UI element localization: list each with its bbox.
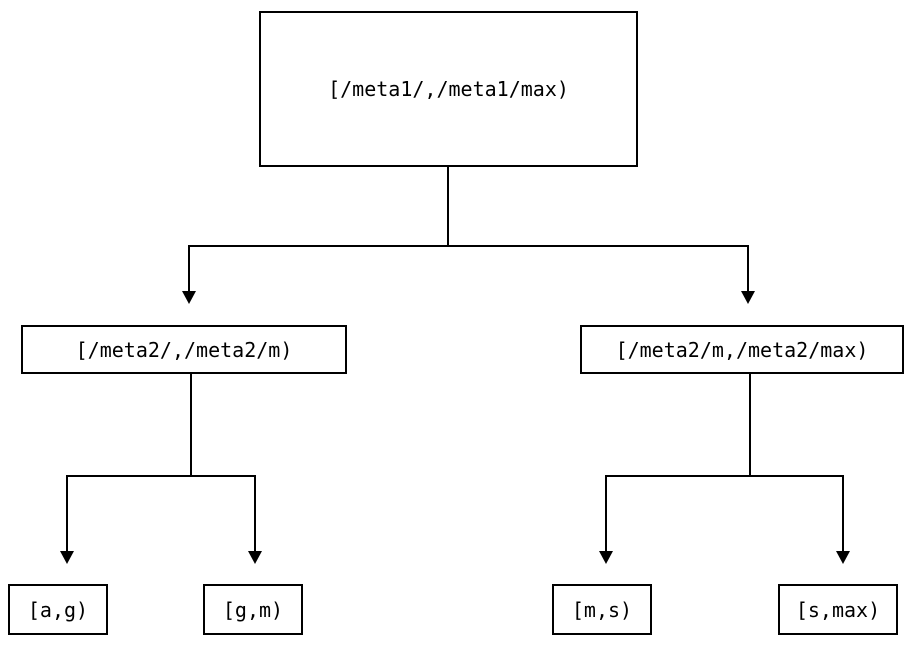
node-mid-right-label: [/meta2/m,/meta2/max) xyxy=(615,337,869,362)
node-leaf-1-label: [a,g) xyxy=(27,597,89,622)
arrowhead-root-to-mid-left xyxy=(182,291,196,304)
edge-mid-left-stem xyxy=(190,374,192,476)
node-root-label: [/meta1/,/meta1/max) xyxy=(328,77,569,101)
node-mid-right[interactable]: [/meta2/m,/meta2/max) xyxy=(580,325,904,374)
arrowhead-root-to-mid-right xyxy=(741,291,755,304)
arrowhead-mid-left-to-leaf1 xyxy=(60,551,74,564)
arrowhead-mid-right-to-leaf4 xyxy=(836,551,850,564)
edge-root-stem xyxy=(447,167,449,246)
node-mid-left[interactable]: [/meta2/,/meta2/m) xyxy=(21,325,347,374)
arrowhead-mid-left-to-leaf2 xyxy=(248,551,262,564)
edge-mid-left-to-leaf1-drop xyxy=(66,475,68,552)
node-leaf-2-label: [g,m) xyxy=(222,597,284,622)
node-root[interactable]: [/meta1/,/meta1/max) xyxy=(259,11,638,167)
edge-mid-right-to-leaf3-drop xyxy=(605,475,607,552)
node-leaf-4-label: [s,max) xyxy=(795,597,881,622)
edge-root-to-mid-right-drop xyxy=(747,245,749,292)
edge-mid-right-crossbar xyxy=(605,475,844,477)
node-leaf-1[interactable]: [a,g) xyxy=(8,584,108,635)
node-leaf-4[interactable]: [s,max) xyxy=(778,584,898,635)
node-leaf-3-label: [m,s) xyxy=(571,597,633,622)
node-leaf-2[interactable]: [g,m) xyxy=(203,584,303,635)
node-leaf-3[interactable]: [m,s) xyxy=(552,584,652,635)
edge-mid-left-to-leaf2-drop xyxy=(254,475,256,552)
arrowhead-mid-right-to-leaf3 xyxy=(599,551,613,564)
edge-root-crossbar xyxy=(188,245,749,247)
edge-root-to-mid-left-drop xyxy=(188,245,190,292)
edge-mid-right-stem xyxy=(749,374,751,476)
edge-mid-right-to-leaf4-drop xyxy=(842,475,844,552)
node-mid-left-label: [/meta2/,/meta2/m) xyxy=(75,337,293,362)
edge-mid-left-crossbar xyxy=(66,475,256,477)
